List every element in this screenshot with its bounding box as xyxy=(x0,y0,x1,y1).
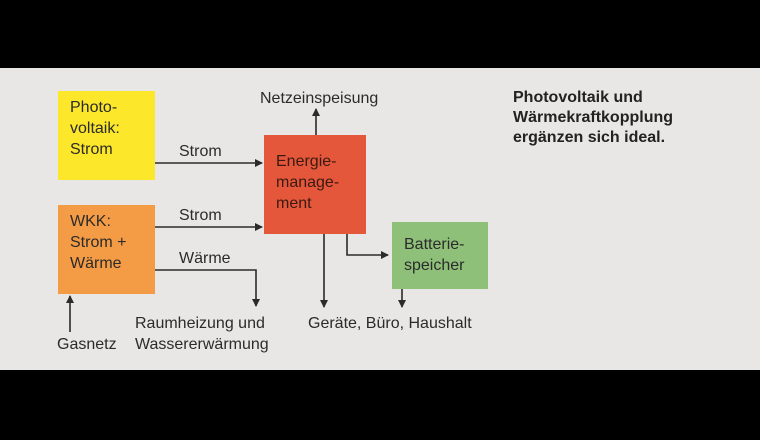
label-gasnetz: Gasnetz xyxy=(57,336,117,353)
label-wassererwaermung: Wassererwärmung xyxy=(135,336,269,353)
label-strom-wkk: Strom xyxy=(179,207,222,224)
label-raumheizung: Raumheizung und xyxy=(135,315,265,332)
headline-line: Photovoltaik und xyxy=(513,89,643,106)
label-waerme: Wärme xyxy=(179,250,231,267)
energy-management-box: Energie- manage- ment xyxy=(264,135,366,234)
wkk-box: WKK: Strom + Wärme xyxy=(58,205,155,294)
label-netzeinspeisung: Netzeinspeisung xyxy=(260,90,379,107)
label-geraete: Geräte, Büro, Haushalt xyxy=(308,315,472,332)
arrow-waerme xyxy=(155,269,260,307)
pv-box: Photo- voltaik: Strom xyxy=(58,91,155,180)
headline: Photovoltaik und Wärmekraftkopplung ergä… xyxy=(513,88,673,148)
headline-line: Wärmekraftkopplung xyxy=(513,109,674,126)
headline-line: ergänzen sich ideal. xyxy=(513,129,666,146)
arrow-battery xyxy=(346,234,389,259)
label-strom-pv: Strom xyxy=(179,143,222,160)
battery-box: Batterie- speicher xyxy=(392,222,488,289)
